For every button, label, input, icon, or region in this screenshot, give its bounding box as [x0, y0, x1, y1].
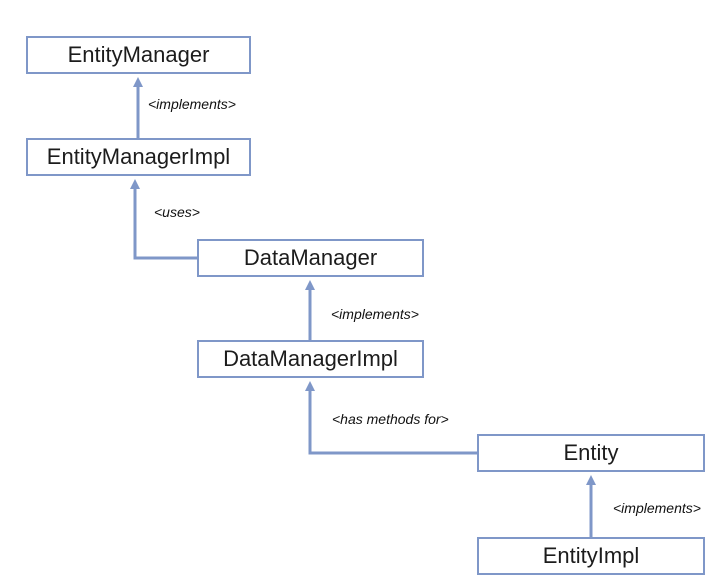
- edge-label-implements: <implements>: [331, 306, 419, 322]
- node-label: Entity: [563, 440, 619, 465]
- node-label: EntityManagerImpl: [46, 144, 231, 169]
- node-data-manager-impl: DataManagerImpl: [197, 340, 424, 378]
- edge-label-implements: <implements>: [613, 500, 701, 516]
- edge-label-uses: <uses>: [154, 204, 200, 220]
- node-entity: Entity: [477, 434, 705, 472]
- edge-label-implements: <implements>: [148, 96, 236, 112]
- node-data-manager: DataManager: [197, 239, 424, 277]
- node-entity-manager-impl: EntityManagerImpl: [26, 138, 251, 176]
- node-label: DataManager: [243, 245, 378, 270]
- edge-label-has-methods-for: <has methods for>: [332, 411, 449, 427]
- node-label: DataManagerImpl: [223, 346, 398, 371]
- node-entity-impl: EntityImpl: [477, 537, 705, 575]
- node-entity-manager: EntityManager: [26, 36, 251, 74]
- connector-uses-data-manager: [130, 179, 197, 260]
- node-label: EntityImpl: [542, 543, 640, 568]
- node-label: EntityManager: [67, 42, 210, 67]
- connector-has-methods-for: [305, 381, 477, 455]
